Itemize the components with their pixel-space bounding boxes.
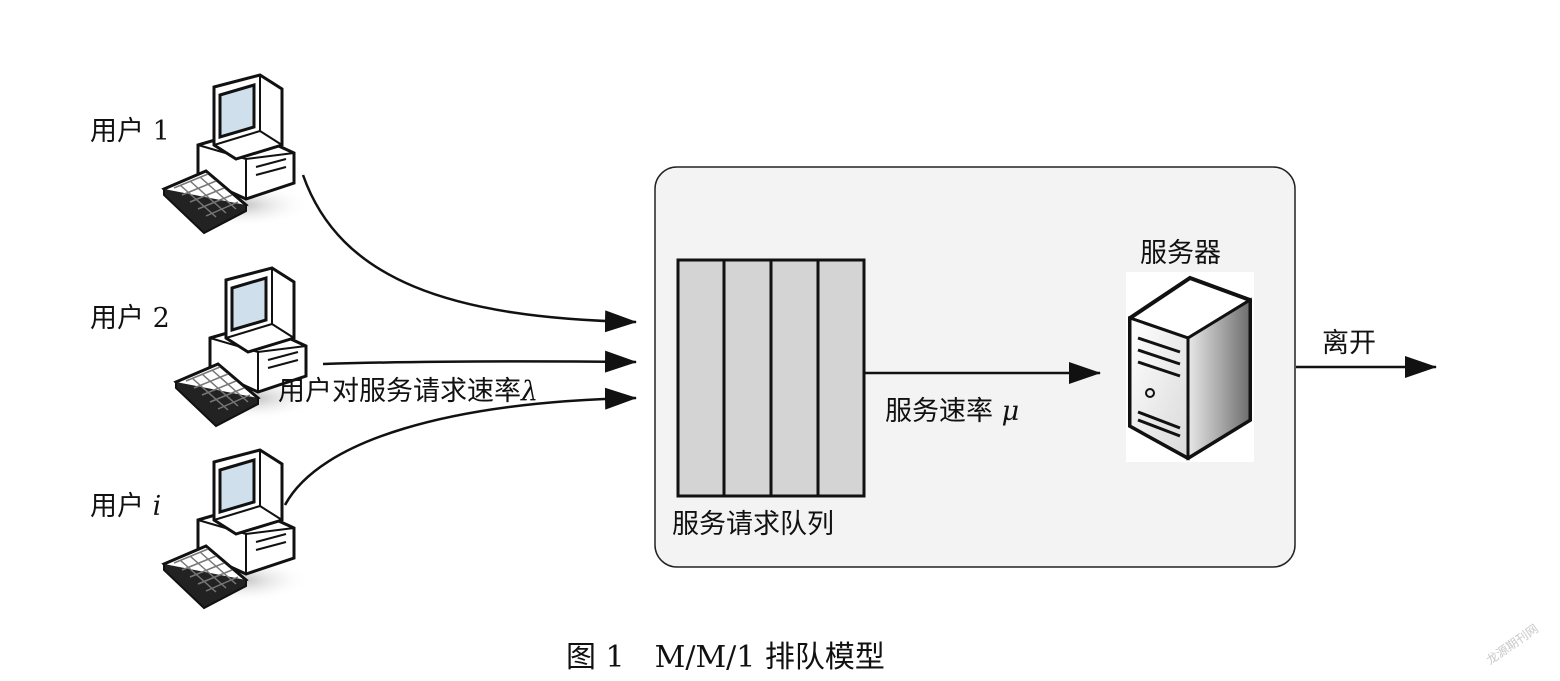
service-request-queue	[676, 258, 866, 498]
arrival-arrow-i	[283, 387, 637, 506]
watermark: 龙源期刊网	[1484, 622, 1541, 668]
arrival-arrow-2	[322, 350, 637, 373]
user-1: 用户 1	[90, 73, 312, 235]
user-1-label: 用户 1	[90, 116, 170, 147]
service-rate-label: 服务速率 μ	[885, 396, 1019, 427]
depart-label: 离开	[1322, 328, 1376, 359]
computer-icon	[162, 73, 312, 235]
arrival-rate-label: 用户对服务请求速率λ	[278, 376, 538, 407]
server-icon	[1126, 272, 1254, 462]
user-i: 用户 i	[90, 448, 312, 610]
user-i-label: 用户 i	[90, 491, 161, 522]
user-2-label: 用户 2	[90, 303, 170, 334]
user-2: 用户 2	[90, 266, 324, 428]
queue-label: 服务请求队列	[672, 509, 834, 540]
server-label: 服务器	[1140, 238, 1221, 269]
computer-icon	[162, 448, 312, 610]
arrival-arrow-1	[301, 174, 637, 333]
figure-caption: 图 1 M/M/1 排队模型	[566, 640, 885, 675]
